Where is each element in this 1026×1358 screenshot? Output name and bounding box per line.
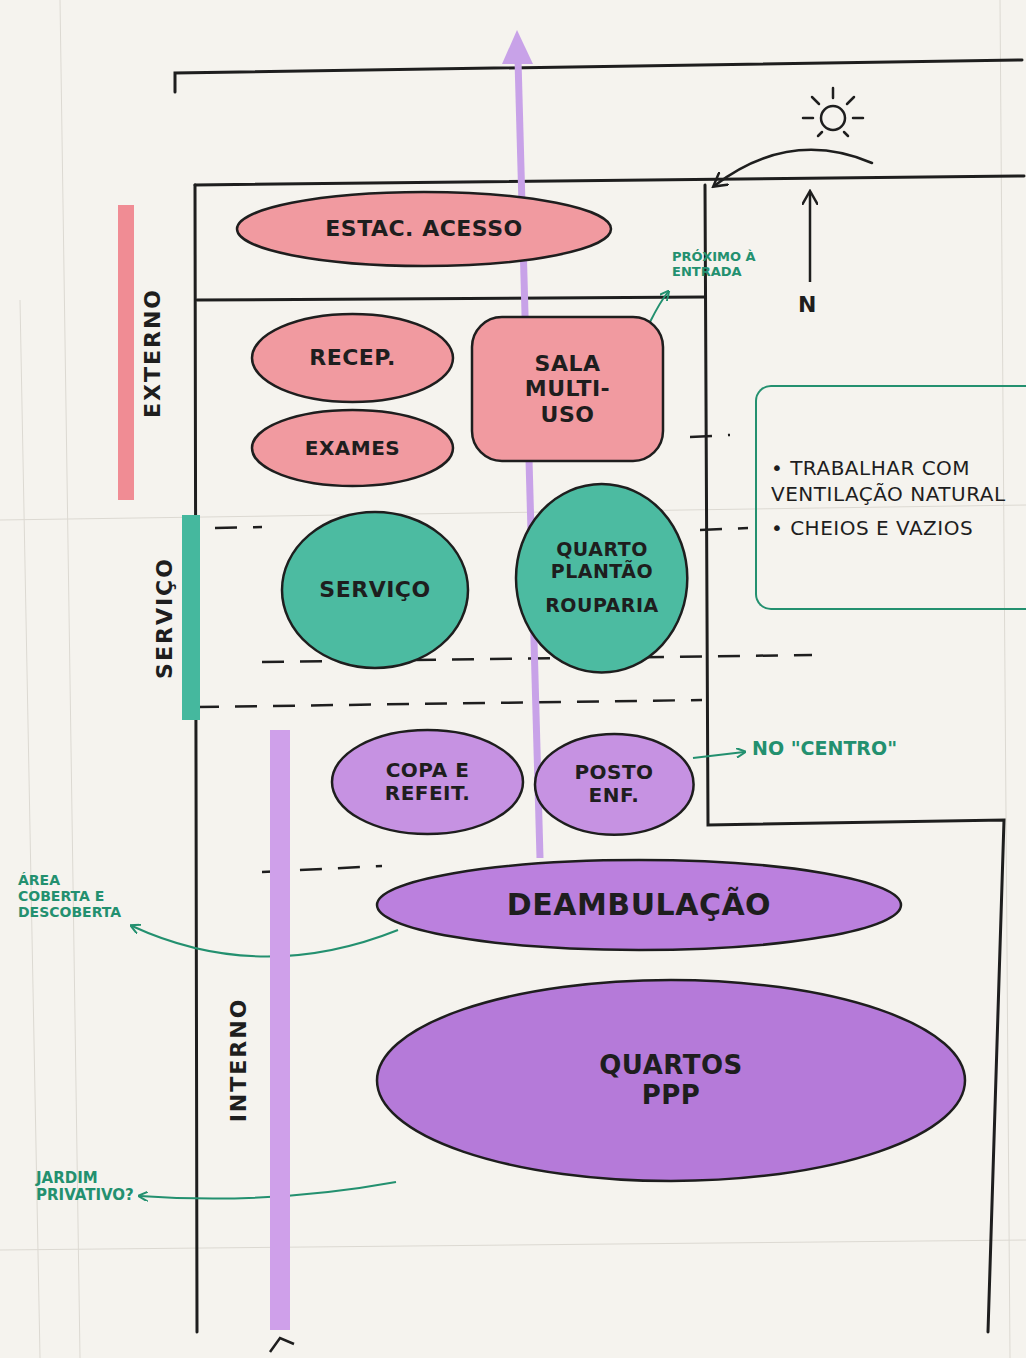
zone-band: SERVIÇO [148,515,208,720]
space-bubble: ESTAC. ACESSO [235,190,613,268]
space-bubble: RECEP. [250,312,455,404]
space-name: SERVIÇO [319,577,430,602]
space-bubble: POSTO ENF. [533,732,696,837]
bubble-outline [535,734,694,835]
bubble-outline [282,512,468,668]
band-bar [118,205,134,500]
space-name: QUARTOS PPP [586,1051,756,1111]
band-bar [270,730,290,1330]
note-box: • TRABALHAR COM VENTILAÇÃO NATURAL • CHEI… [755,385,1026,610]
band-bar [182,515,200,720]
zone-band: INTERNO [212,730,296,1330]
space-bubble: EXAMES [250,408,455,488]
note-text: • CHEIOS E VAZIOS [771,515,973,541]
bubble-outline [332,730,523,834]
space-name: EXAMES [305,437,401,460]
north-label: N [798,292,816,317]
bubble-outline [377,860,901,950]
space-bubble: SALA MULTI-USO [470,315,665,463]
space-name: COPA E REFEIT. [368,759,488,805]
annotation-note: NO "CENTRO" [752,738,897,760]
space-name: ROUPARIA [545,595,659,617]
arrow-tip [270,1338,294,1352]
zone-band: EXTERNO [112,205,174,500]
bubble-outline [472,317,663,461]
flow-arrow [502,30,540,858]
space-name: DEAMBULAÇÃO [507,888,771,923]
space-bubble: QUARTOS PPP [375,978,967,1183]
space-name: POSTO ENF. [564,761,664,807]
space-name: SALA MULTI-USO [508,351,628,427]
space-name: QUARTO PLANTÃO [539,539,664,583]
bubble-outline [252,410,453,486]
bubble-outline [252,314,453,402]
zone-label: SERVIÇO [152,557,177,679]
bubble-outline [377,980,965,1181]
space-name: RECEP. [309,345,396,370]
bubble-outline [516,484,687,672]
bubble-outline [237,192,611,266]
annotation-note: PRÓXIMO À ENTRADA [672,250,792,280]
north-arrow [809,192,812,282]
site-outline [175,60,1024,1332]
space-bubble: SERVIÇO [280,510,470,670]
annotation-note: ÁREA COBERTA E DESCOBERTA [18,872,130,920]
sun-symbol [714,88,872,186]
annotation-note: JARDIM PRIVATIVO? [36,1170,148,1205]
space-bubble: COPA E REFEIT. [330,728,525,836]
space-name: ESTAC. ACESSO [325,216,522,241]
space-bubble: DEAMBULAÇÃO [375,858,903,952]
zone-label: INTERNO [226,998,251,1123]
zone-label: EXTERNO [140,287,165,417]
note-text: • TRABALHAR COM VENTILAÇÃO NATURAL [771,455,1016,507]
space-bubble: QUARTO PLANTÃO ROUPARIA [514,482,689,674]
